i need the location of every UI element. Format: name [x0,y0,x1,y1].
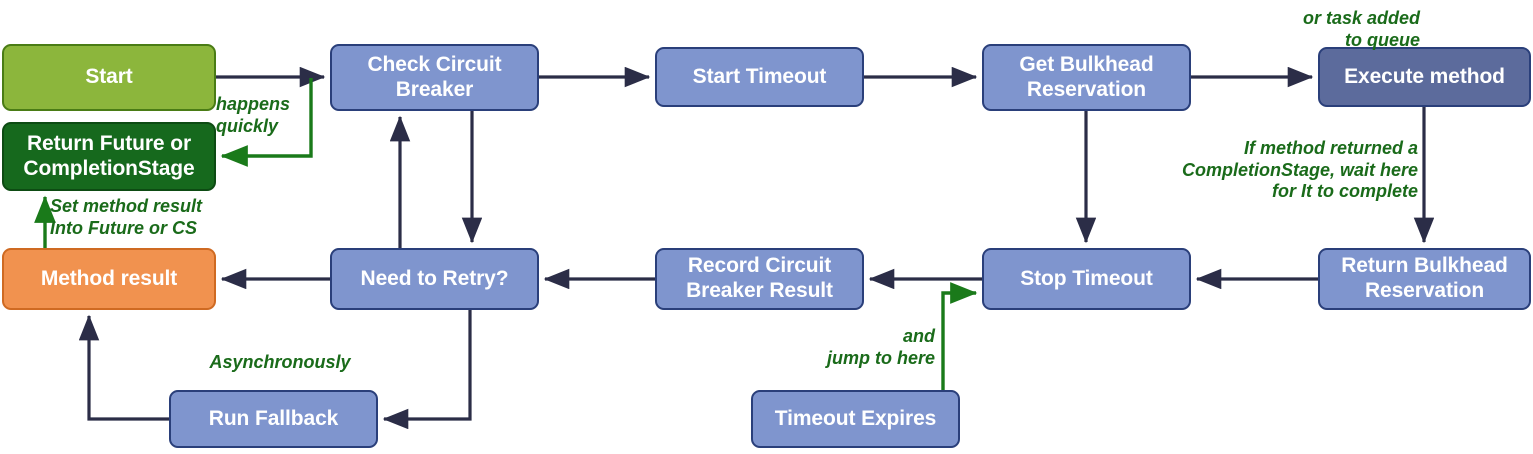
annotation-and-jump-to-here: and jump to here [826,326,935,368]
node-stop-timeout[interactable]: Stop Timeout [982,248,1191,310]
annotation-if-method-returned: If method returned a CompletionStage, wa… [1181,138,1418,202]
node-label: Stop Timeout [1020,266,1153,290]
node-timeout-expires[interactable]: Timeout Expires [751,390,960,448]
edge-need-retry-to-run-fallback [382,310,472,430]
node-return-future[interactable]: Return Future or CompletionStage [2,122,216,191]
node-check-circuit-breaker[interactable]: Check Circuit Breaker [330,44,539,111]
node-need-to-retry[interactable]: Need to Retry? [330,248,539,310]
node-label: Method result [40,266,178,290]
node-label: Timeout Expires [774,406,937,430]
node-label: Start Timeout [692,64,827,88]
annotation-or-task-added: or task added to queue [1302,8,1420,50]
node-label: Need to Retry? [360,266,509,290]
edge-timeout-expires-to-stop-timeout [941,282,978,390]
edge-run-fallback-to-method-result [78,314,169,421]
node-execute-method[interactable]: Execute method [1318,47,1531,107]
annotation-asynchronously: Asynchronously [209,352,351,372]
node-start[interactable]: Start [2,44,216,111]
node-get-bulkhead-reservation[interactable]: Get Bulkhead Reservation [982,44,1191,111]
node-start-timeout[interactable]: Start Timeout [655,47,864,107]
node-label: Check Circuit Breaker [367,52,502,101]
node-method-result[interactable]: Method result [2,248,216,310]
node-label: Record Circuit Breaker Result [686,254,833,302]
annotation-set-method-result: Set method result Into Future or CS [50,196,203,238]
node-label: Get Bulkhead Reservation [1019,52,1154,101]
node-label: Return Bulkhead Reservation [1341,254,1508,302]
node-return-bulkhead-reservation[interactable]: Return Bulkhead Reservation [1318,248,1531,310]
node-label: Run Fallback [208,406,339,430]
annotation-happens-quickly: happens quickly [216,94,291,136]
node-label: Start [85,65,133,89]
node-label: Execute method [1344,64,1505,88]
node-label: Return Future or CompletionStage [23,131,195,180]
node-run-fallback[interactable]: Run Fallback [169,390,378,448]
node-record-circuit-breaker-result[interactable]: Record Circuit Breaker Result [655,248,864,310]
